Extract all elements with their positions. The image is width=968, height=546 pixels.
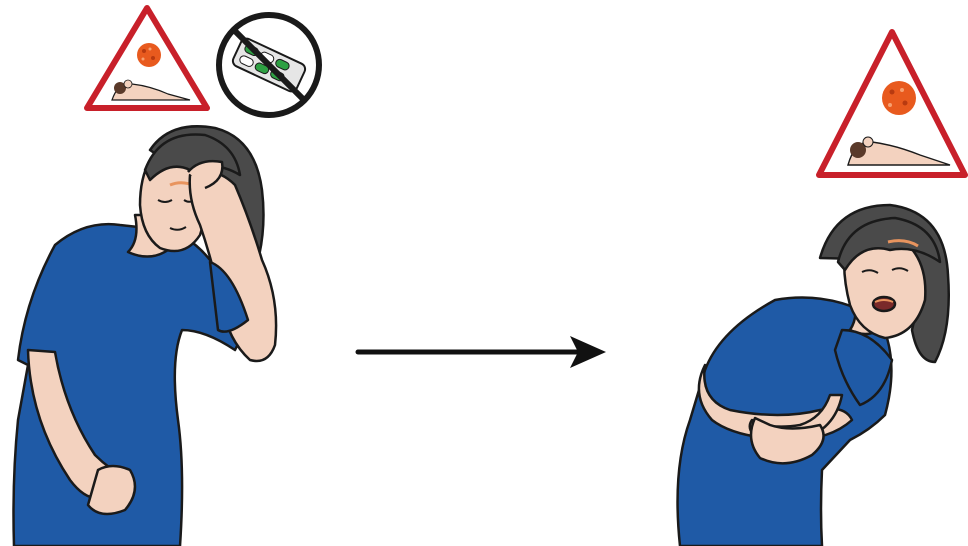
- no-contraceptive-pills-icon: [219, 15, 319, 115]
- left-infection-warning-icon: [87, 8, 207, 108]
- right-infection-warning-icon: [819, 32, 965, 175]
- progression-arrow-icon: [358, 336, 606, 368]
- virus-icon: [882, 81, 916, 115]
- virus-icon: [137, 43, 161, 67]
- left-woman-figure: [14, 126, 277, 546]
- right-woman-figure: [678, 205, 949, 546]
